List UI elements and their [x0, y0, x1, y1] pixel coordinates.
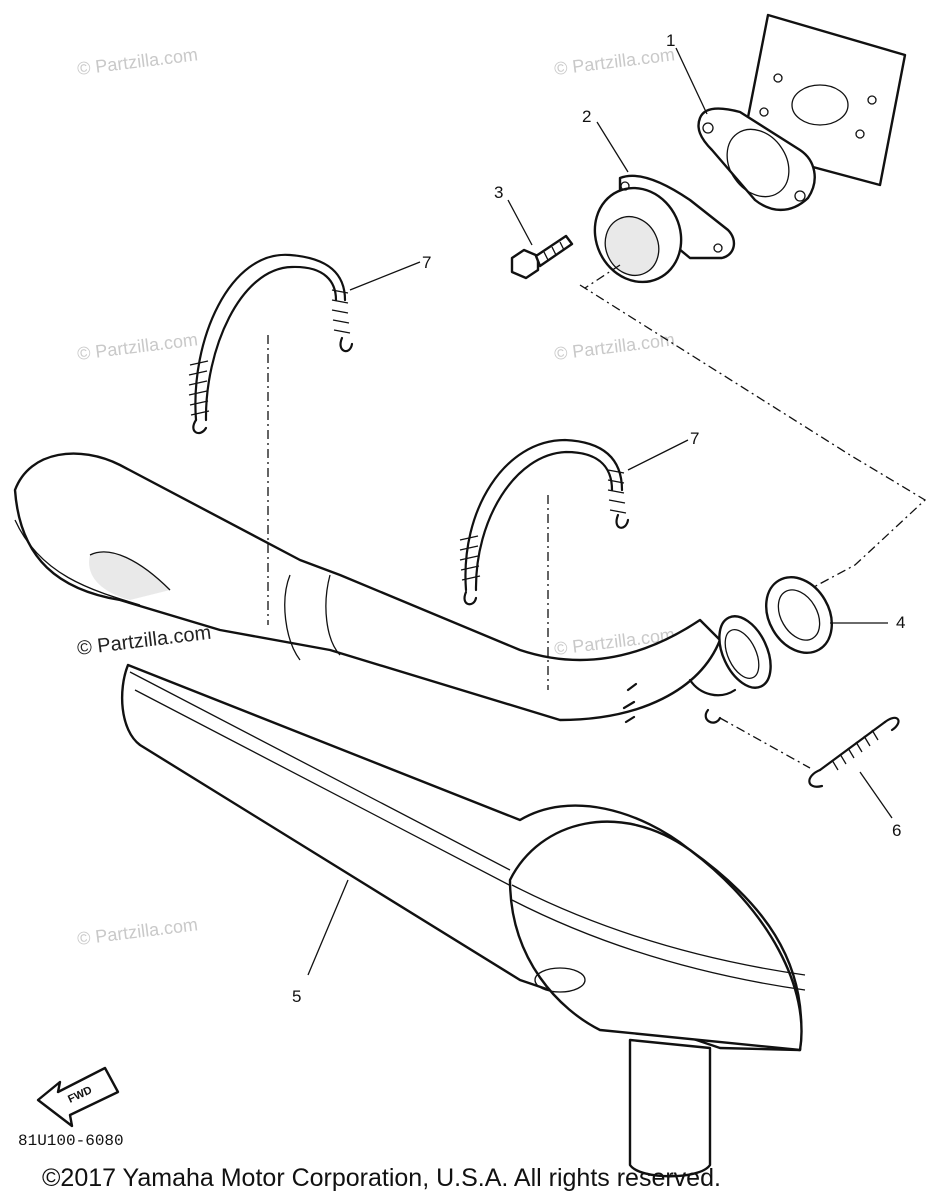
callout-7-lower: 7 — [690, 429, 699, 448]
part-3-bolt — [510, 234, 574, 280]
part-1-gasket — [697, 107, 816, 211]
callouts: 1 2 3 4 5 6 7 7 — [292, 31, 905, 1006]
watermark: © Partzilla.com — [76, 329, 199, 364]
part-7-spring-lower — [459, 438, 630, 606]
callout-2: 2 — [582, 107, 591, 126]
watermark: © Partzilla.com — [76, 914, 199, 949]
copyright-text: ©2017 Yamaha Motor Corporation, U.S.A. A… — [42, 1164, 721, 1192]
callout-7-upper: 7 — [422, 253, 431, 272]
part-5-muffler — [13, 452, 806, 1178]
callout-1: 1 — [666, 31, 675, 50]
watermark: © Partzilla.com — [553, 329, 676, 364]
callout-4: 4 — [896, 613, 905, 632]
watermark: © Partzilla.com — [76, 622, 212, 660]
part-7-spring-upper — [188, 253, 354, 435]
callout-3: 3 — [494, 183, 503, 202]
assembly-lines — [267, 264, 927, 769]
part-2-exhaust-joint — [593, 174, 736, 284]
diagram-code: 81U100-6080 — [18, 1132, 124, 1150]
callout-6: 6 — [892, 821, 901, 840]
watermark: © Partzilla.com — [76, 44, 199, 79]
fwd-arrow-icon: FWD — [36, 1066, 120, 1128]
part-6-spring — [808, 716, 900, 788]
watermark: © Partzilla.com — [553, 44, 676, 79]
leader-lines — [307, 47, 893, 976]
part-4-gasket-ring — [765, 576, 833, 654]
callout-5: 5 — [292, 987, 301, 1006]
